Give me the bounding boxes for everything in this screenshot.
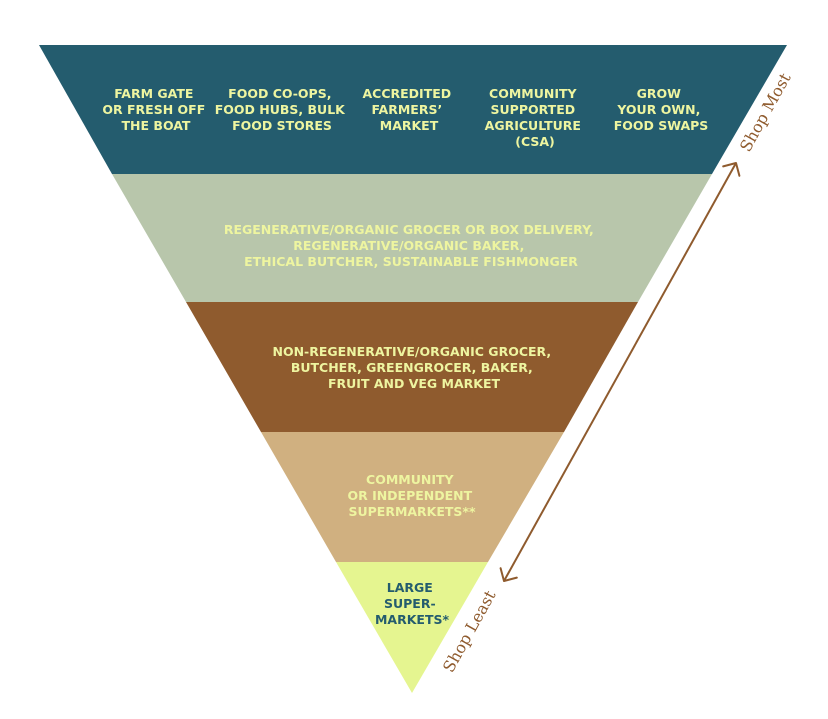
arrow-head-down-icon bbox=[499, 567, 518, 582]
arrow-line bbox=[503, 162, 737, 582]
top-item-line: SUPPORTED bbox=[491, 102, 576, 117]
top-item-line: GROW bbox=[637, 86, 682, 101]
top-item-farmers-market: ACCREDITED FARMERS’ MARKET bbox=[362, 86, 455, 133]
tier-4-line: OR INDEPENDENT bbox=[347, 488, 472, 503]
top-row-labels: FARM GATE OR FRESH OFF THE BOAT FOOD CO-… bbox=[102, 86, 708, 149]
top-item-line: FOOD SWAPS bbox=[614, 118, 709, 133]
top-item-grow-your-own: GROW YOUR OWN, FOOD SWAPS bbox=[614, 86, 709, 133]
top-item-line: FARMERS’ bbox=[371, 102, 442, 117]
tier-2-label: REGENERATIVE/ORGANIC GROCER OR BOX DELIV… bbox=[224, 222, 598, 269]
top-item-food-co-ops: FOOD CO-OPS, FOOD HUBS, BULK FOOD STORES bbox=[215, 86, 349, 133]
top-item-line: FOOD CO-OPS, bbox=[228, 86, 331, 101]
tier-5-band bbox=[336, 562, 488, 693]
tier-2-line: REGENERATIVE/ORGANIC GROCER OR BOX DELIV… bbox=[224, 222, 594, 237]
top-item-line: FOOD HUBS, BULK bbox=[215, 102, 346, 117]
top-item-line: COMMUNITY bbox=[489, 86, 577, 101]
tier-2-line: ETHICAL BUTCHER, SUSTAINABLE FISHMONGER bbox=[244, 254, 578, 269]
arrow-head-up-icon bbox=[722, 162, 741, 177]
tier-4-line: COMMUNITY bbox=[366, 472, 454, 487]
tier-2-band bbox=[112, 174, 712, 302]
tier-3-line: FRUIT AND VEG MARKET bbox=[328, 376, 500, 391]
top-item-line: OR FRESH OFF bbox=[102, 102, 205, 117]
tier-1-band bbox=[39, 45, 787, 174]
tier-5-line: MARKETS* bbox=[375, 612, 449, 627]
tier-2-line: REGENERATIVE/ORGANIC BAKER, bbox=[293, 238, 524, 253]
top-item-line: (CSA) bbox=[515, 134, 555, 149]
tier-3-label: NON-REGENERATIVE/ORGANIC GROCER, BUTCHER… bbox=[273, 344, 556, 391]
tier-3-line: BUTCHER, GREENGROCER, BAKER, bbox=[291, 360, 533, 375]
tier-5-line: SUPER- bbox=[384, 596, 436, 611]
tier-4-band bbox=[261, 432, 564, 562]
top-item-line: FARM GATE bbox=[114, 86, 193, 101]
tier-5-label: LARGE SUPER- MARKETS* bbox=[375, 580, 449, 627]
top-item-line: FOOD STORES bbox=[232, 118, 332, 133]
tier-4-label: COMMUNITY OR INDEPENDENT SUPERMARKETS** bbox=[347, 472, 476, 519]
tier-5-line: LARGE bbox=[387, 580, 433, 595]
top-item-line: THE BOAT bbox=[122, 118, 191, 133]
tier-4-line: SUPERMARKETS** bbox=[348, 504, 476, 519]
top-item-line: ACCREDITED bbox=[362, 86, 451, 101]
top-item-line: AGRICULTURE bbox=[485, 118, 581, 133]
top-item-csa: COMMUNITY SUPPORTED AGRICULTURE (CSA) bbox=[485, 86, 586, 149]
top-item-line: MARKET bbox=[380, 118, 439, 133]
tier-3-line: NON-REGENERATIVE/ORGANIC GROCER, bbox=[273, 344, 552, 359]
top-item-line: YOUR OWN, bbox=[616, 102, 700, 117]
top-item-farm-gate: FARM GATE OR FRESH OFF THE BOAT bbox=[102, 86, 209, 133]
tier-3-band bbox=[186, 302, 638, 432]
